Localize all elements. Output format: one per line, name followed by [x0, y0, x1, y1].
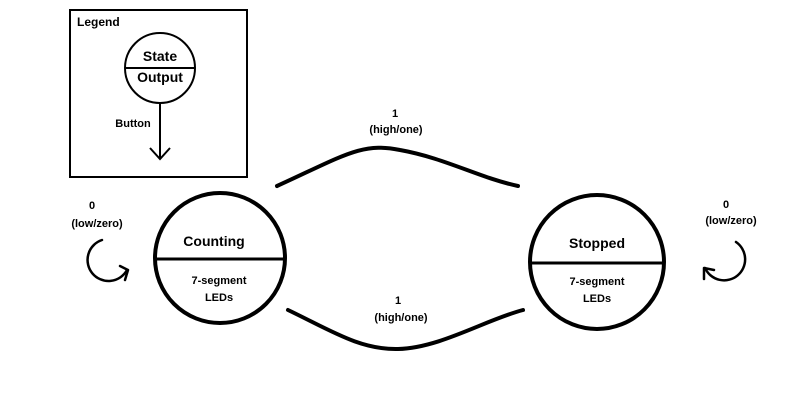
transition-stopped-self: 0 (low/zero)	[702, 199, 757, 282]
state-stopped-output-line1: 7-segment	[569, 276, 624, 288]
state-counting-name: Counting	[183, 233, 244, 249]
counting-self-loop-arc	[86, 238, 129, 283]
legend-box	[69, 9, 248, 178]
transition-bottom-input-line1: 1	[395, 295, 401, 307]
transition-counting-self: 0 (low/zero)	[71, 200, 130, 283]
counting-self-input-line2: (low/zero)	[71, 218, 123, 230]
transition-counting-to-stopped: 1 (high/one)	[275, 108, 520, 188]
legend-transition-label: Button	[115, 118, 151, 130]
transition-bottom-arc	[286, 308, 525, 352]
counting-self-input-line1: 0	[89, 200, 95, 212]
legend-state-label: State	[143, 48, 177, 64]
state-counting-output-line1: 7-segment	[191, 275, 246, 287]
counting-self-loop-arrowhead	[118, 264, 130, 282]
state-stopped: Stopped 7-segment LEDs	[528, 193, 666, 331]
transition-top-input-line2: (high/one)	[369, 124, 422, 136]
state-stopped-name: Stopped	[569, 235, 625, 251]
legend-arrow-head	[149, 147, 171, 161]
state-counting: Counting 7-segment LEDs	[153, 191, 287, 325]
legend: Legend State Output Button	[69, 9, 248, 178]
stopped-self-input-line2: (low/zero)	[705, 215, 757, 227]
transition-top-input-line1: 1	[392, 108, 398, 120]
stopped-self-input-line1: 0	[723, 199, 729, 211]
transition-top-arc	[275, 145, 520, 188]
legend-output-label: Output	[137, 69, 183, 85]
stopped-self-loop-arrowhead	[702, 266, 716, 281]
transition-stopped-to-counting: 1 (high/one)	[286, 295, 525, 352]
transition-bottom-input-line2: (high/one)	[374, 312, 427, 324]
stopped-self-loop-arc	[703, 240, 747, 282]
state-counting-output-line2: LEDs	[205, 292, 233, 304]
legend-title: Legend	[77, 15, 120, 29]
state-stopped-output-line2: LEDs	[583, 293, 611, 305]
